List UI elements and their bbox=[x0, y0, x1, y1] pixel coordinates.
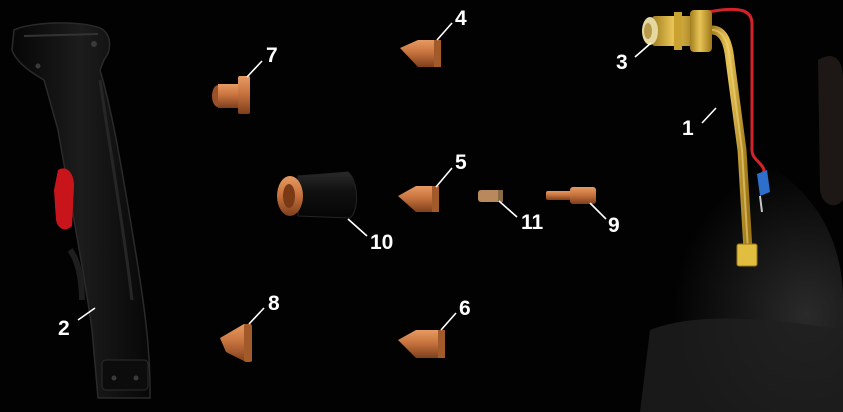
leader-lines bbox=[77, 22, 717, 331]
part-11-electrode bbox=[478, 190, 503, 202]
part-4-tip bbox=[400, 40, 441, 67]
leader-line-5 bbox=[435, 167, 453, 188]
part-5-tip bbox=[398, 186, 439, 212]
background-fabric bbox=[640, 318, 843, 412]
leader-line-6 bbox=[440, 312, 457, 331]
leader-line-11 bbox=[498, 200, 518, 218]
callout-9: 9 bbox=[608, 214, 620, 237]
callout-1: 1 bbox=[682, 117, 694, 140]
part-8-shield-cup bbox=[220, 324, 252, 362]
part-9-electrode bbox=[546, 187, 596, 204]
torch-handle bbox=[11, 22, 151, 399]
leader-line-3 bbox=[634, 42, 652, 58]
part-10-nozzle bbox=[277, 171, 357, 219]
torch-trigger bbox=[54, 168, 74, 230]
part-3-brass-fitting bbox=[642, 10, 712, 52]
part-6-tip bbox=[398, 330, 445, 358]
callout-3: 3 bbox=[616, 51, 628, 74]
part-7-shield-cup bbox=[212, 76, 250, 114]
callout-10: 10 bbox=[370, 231, 394, 254]
callout-4: 4 bbox=[455, 7, 467, 30]
leader-line-1 bbox=[701, 107, 717, 124]
leader-line-4 bbox=[436, 22, 453, 41]
leader-line-7 bbox=[246, 60, 263, 78]
leader-line-8 bbox=[248, 307, 265, 325]
part-1-cable-connector bbox=[707, 7, 770, 267]
callout-7: 7 bbox=[266, 44, 278, 67]
callout-8: 8 bbox=[268, 292, 280, 315]
leader-line-9 bbox=[589, 202, 607, 220]
callout-5: 5 bbox=[455, 151, 467, 174]
callout-11: 11 bbox=[521, 211, 544, 234]
callout-2: 2 bbox=[58, 317, 70, 340]
background-object bbox=[818, 56, 843, 206]
callout-6: 6 bbox=[459, 297, 471, 320]
leader-line-10 bbox=[347, 218, 368, 237]
leader-line-2 bbox=[77, 307, 96, 321]
